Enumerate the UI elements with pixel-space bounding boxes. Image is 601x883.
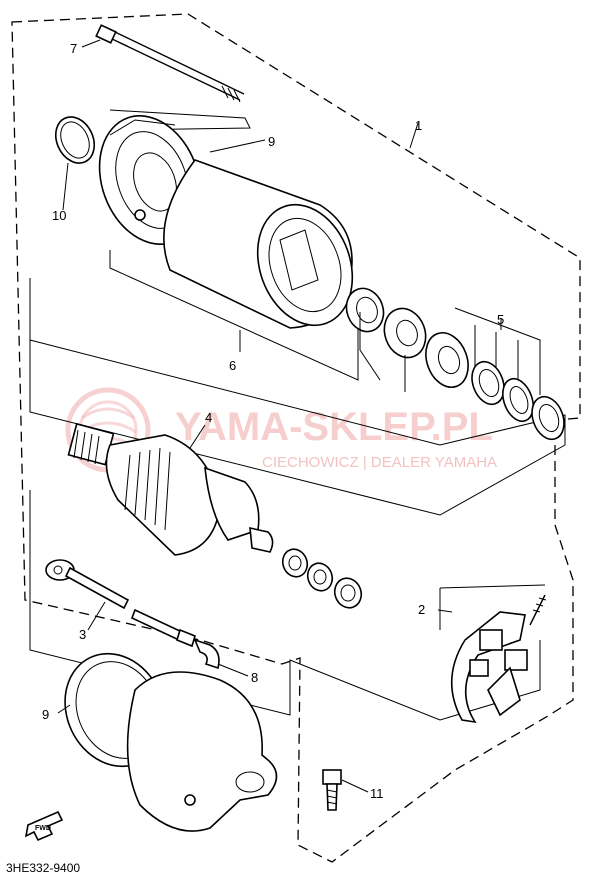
o-ring-part xyxy=(54,116,96,164)
watermark-subtitle: CIECHOWICZ | DEALER YAMAHA xyxy=(262,454,497,471)
catalog-code: 3HE332-9400 xyxy=(6,861,80,875)
leader-bracket-2 xyxy=(439,584,546,630)
rear-cover-part xyxy=(126,671,278,832)
spacer-washers-part xyxy=(281,548,363,609)
yoke-housing-part xyxy=(163,159,354,329)
label-9-top: 9 xyxy=(268,134,275,149)
fwd-label: FWD xyxy=(35,825,51,832)
watermark-title: YAMA-SKLEP.PL xyxy=(175,405,493,449)
label-9-bottom: 9 xyxy=(42,707,49,722)
assembly-boundary xyxy=(11,13,581,863)
label-6: 6 xyxy=(229,358,236,373)
mounting-bolt-part xyxy=(322,769,342,811)
washer-set-part xyxy=(425,332,565,441)
group-frame-5 xyxy=(454,307,541,400)
bearing-part xyxy=(345,287,385,333)
label-7: 7 xyxy=(70,41,77,56)
group-frame-9-10 xyxy=(109,109,251,131)
armature-part xyxy=(67,422,274,556)
leader-lines xyxy=(57,39,502,793)
label-11: 11 xyxy=(370,786,384,801)
label-5: 5 xyxy=(497,312,504,327)
brush-holder-part xyxy=(450,594,547,724)
label-4: 4 xyxy=(205,410,212,425)
label-3: 3 xyxy=(79,627,86,642)
part-number-labels: 7 1 9 10 5 6 4 2 3 8 9 11 xyxy=(42,41,504,801)
group-frame-6-inner xyxy=(109,250,359,381)
label-10: 10 xyxy=(52,208,66,223)
group-frame-lower xyxy=(29,490,541,721)
through-bolt-part xyxy=(95,24,245,103)
lead-wire-part xyxy=(45,559,130,610)
label-1: 1 xyxy=(415,118,422,133)
label-2: 2 xyxy=(418,602,425,617)
wire-connector-part xyxy=(130,608,220,670)
forward-direction-icon: FWD xyxy=(24,810,64,842)
group-frame-6 xyxy=(29,278,566,516)
oil-seal-part xyxy=(383,307,427,359)
label-8: 8 xyxy=(251,670,258,685)
